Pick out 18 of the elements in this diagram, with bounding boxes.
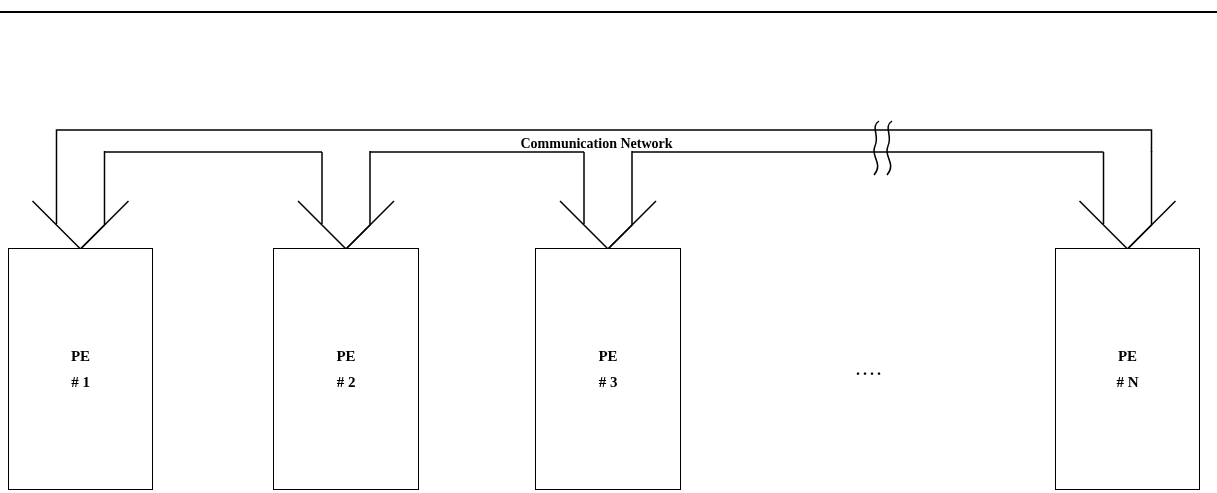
ellipsis-label: ....	[856, 360, 884, 380]
wide-arrow	[559, 150, 657, 250]
pe-label: PE	[1117, 347, 1138, 365]
pe-label: # 1	[71, 373, 90, 391]
pe-label: # 3	[598, 373, 618, 391]
wide-arrow	[1078, 150, 1177, 250]
processing-element-box	[273, 248, 419, 490]
wide-arrow	[297, 150, 395, 250]
pe-label: # N	[1116, 373, 1139, 391]
pe-label: PE	[336, 347, 356, 365]
processing-element-box	[1055, 248, 1200, 490]
processing-element-box	[535, 248, 681, 490]
wide-arrow	[31, 150, 130, 250]
pe-label: PE	[70, 347, 91, 365]
pe-label: PE	[598, 347, 618, 365]
processing-element-box	[8, 248, 153, 490]
network-label: Communication Network	[520, 136, 673, 152]
pe-label: # 2	[336, 373, 356, 391]
